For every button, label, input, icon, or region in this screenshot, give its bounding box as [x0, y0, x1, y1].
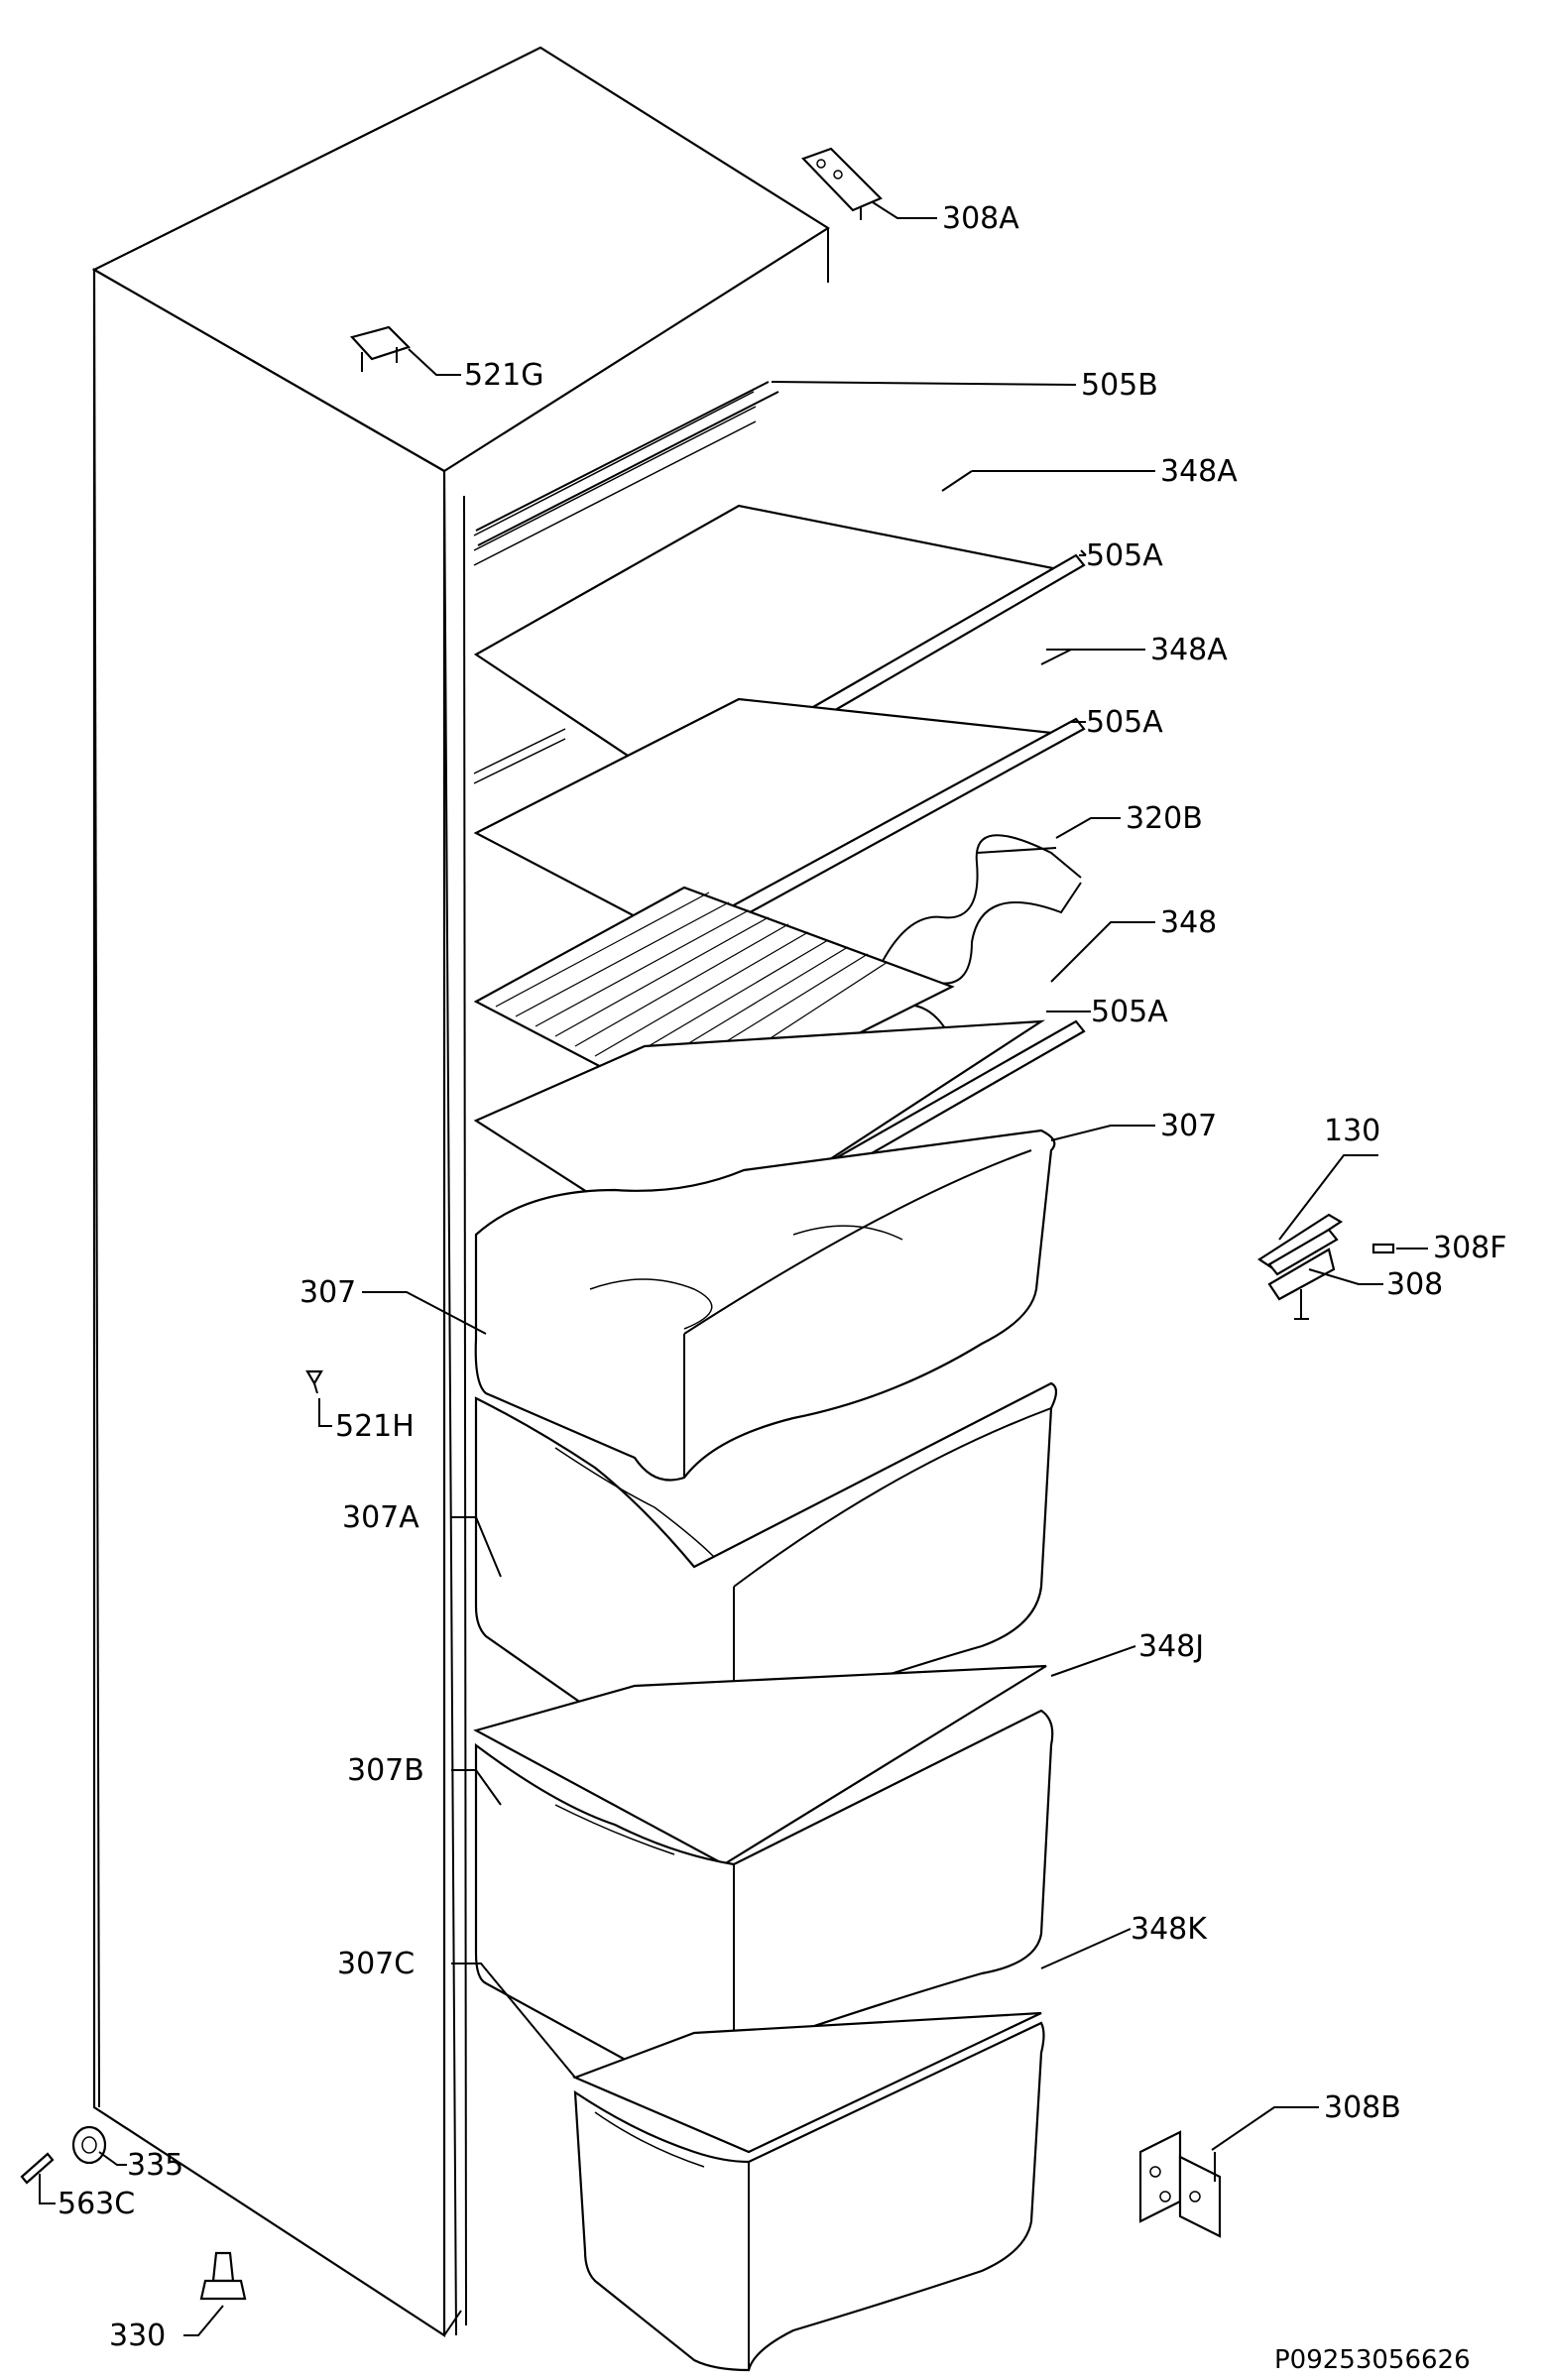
label-308f: 308F [1433, 1231, 1507, 1265]
label-505a-2: 505A [1086, 705, 1163, 740]
drawing-reference-code: P09253056626 [1274, 2345, 1471, 2375]
hinge-308b [1138, 2106, 1319, 2238]
glass-plate-348k [572, 2011, 1042, 2154]
spacer-335 [71, 2125, 127, 2166]
label-505a-3: 505A [1091, 995, 1168, 1029]
label-348: 348 [1160, 905, 1217, 940]
wire-shelf-348 [473, 886, 955, 1118]
label-308: 308 [1386, 1267, 1443, 1302]
label-348a-second: 348A [1150, 633, 1228, 667]
label-505a-1: 505A [1086, 538, 1163, 573]
foot-330 [183, 2251, 247, 2336]
pin-563c [20, 2152, 56, 2204]
label-308a: 308A [942, 201, 1019, 236]
label-130: 130 [1324, 1114, 1380, 1148]
cabinet-body [91, 46, 831, 2338]
label-320b: 320B [1126, 801, 1203, 836]
label-307a: 307A [342, 1500, 419, 1535]
drawer-307 [474, 1129, 1056, 1482]
label-335: 335 [127, 2148, 183, 2183]
drawer-307c [573, 2021, 1045, 2372]
label-348j: 348J [1138, 1629, 1204, 1664]
inner-shelf-rails [473, 391, 757, 784]
glass-plate-348j [473, 1664, 1047, 1866]
label-563c: 563C [58, 2187, 135, 2221]
label-505b: 505B [1081, 368, 1158, 403]
glass-shelf-348a-second [473, 697, 1065, 944]
hinge-308a [801, 147, 937, 220]
leader-lines [362, 549, 1155, 2079]
screw-521h [305, 1369, 332, 1427]
label-308b: 308B [1324, 2090, 1401, 2125]
label-521h: 521H [335, 1409, 415, 1444]
label-348k: 348K [1131, 1912, 1208, 1947]
hinge-assembly-130-308 [1256, 1154, 1428, 1320]
label-330: 330 [109, 2319, 166, 2353]
trim-505b [475, 381, 1077, 546]
label-307c: 307C [337, 1947, 415, 1981]
label-307-right: 307 [1160, 1109, 1217, 1143]
label-307-left: 307 [299, 1275, 356, 1310]
cap-521g [349, 325, 461, 376]
label-348a-top: 348A [1160, 454, 1238, 489]
label-307b: 307B [347, 1753, 424, 1788]
label-521g: 521G [464, 358, 544, 393]
part-labels: 308A 521G 505B 348A 505A 348A 505A 320B … [58, 201, 1507, 2375]
